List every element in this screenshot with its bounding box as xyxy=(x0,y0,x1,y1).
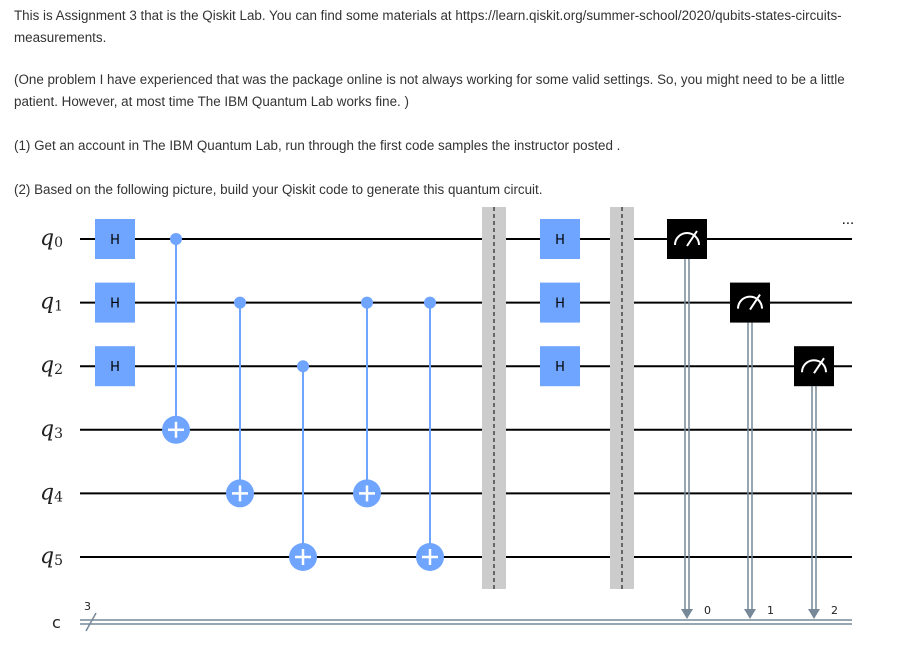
h-gate-label: H xyxy=(110,233,120,248)
qubit-label-q4: q4 xyxy=(40,480,63,505)
classical-register-label: c xyxy=(52,613,61,632)
qubit-label-q2: q2 xyxy=(40,353,63,378)
h-gate-label: H xyxy=(555,233,565,248)
measure-gate xyxy=(667,219,707,259)
measure-meter-needle xyxy=(749,294,761,311)
measure-gate xyxy=(794,346,834,387)
h-gate xyxy=(95,219,135,259)
qubit-label-q5: q5 xyxy=(40,544,63,569)
note-paragraph: (One problem I have experienced that was… xyxy=(14,72,845,109)
cbit-index-label: 2 xyxy=(831,604,838,617)
ellipsis-icon: ··· xyxy=(842,217,854,232)
intro-paragraph: This is Assignment 3 that is the Qiskit … xyxy=(14,8,842,45)
measure-meter-needle xyxy=(813,357,825,374)
h-gate xyxy=(95,282,135,323)
measure-arrow xyxy=(744,609,756,619)
h-gate xyxy=(540,282,580,323)
measure-arrow xyxy=(681,609,693,619)
h-gate-label: H xyxy=(555,360,565,375)
h-gate-label: H xyxy=(110,297,120,312)
cbit-index-label: 0 xyxy=(704,604,711,617)
qubit-label-q0: q0 xyxy=(40,226,63,251)
classical-register-size: 3 xyxy=(84,600,91,613)
measure-meter-icon xyxy=(801,359,827,373)
cnot-control-dot xyxy=(234,296,246,309)
measure-arrow xyxy=(808,609,820,619)
classical-bundle-slash xyxy=(85,612,97,632)
quantum-circuit-diagram: H H H H H H 0 1 2 q0 q1 q2 q3 q4 q5 c 3 ··· xyxy=(40,207,854,632)
h-gate-label: H xyxy=(110,360,120,375)
step-2-paragraph: (2) Based on the following picture, buil… xyxy=(14,182,543,197)
h-gate xyxy=(540,219,580,259)
measure-meter-icon xyxy=(737,295,763,309)
cnot-control-dot xyxy=(424,296,436,309)
measure-meter-needle xyxy=(686,230,698,247)
h-gate-label: H xyxy=(555,297,565,312)
cnot-control-dot xyxy=(170,233,182,245)
qubit-label-q3: q3 xyxy=(40,417,63,442)
cnot-control-dot xyxy=(361,296,373,309)
qubit-label-q1: q1 xyxy=(40,290,63,315)
h-gate xyxy=(540,346,580,387)
cbit-index-label: 1 xyxy=(767,604,774,617)
h-gate xyxy=(95,346,135,387)
measure-gate xyxy=(730,282,770,323)
measure-meter-icon xyxy=(674,232,700,246)
cnot-control-dot xyxy=(297,360,309,373)
step-1-paragraph: (1) Get an account in The IBM Quantum La… xyxy=(14,138,621,153)
